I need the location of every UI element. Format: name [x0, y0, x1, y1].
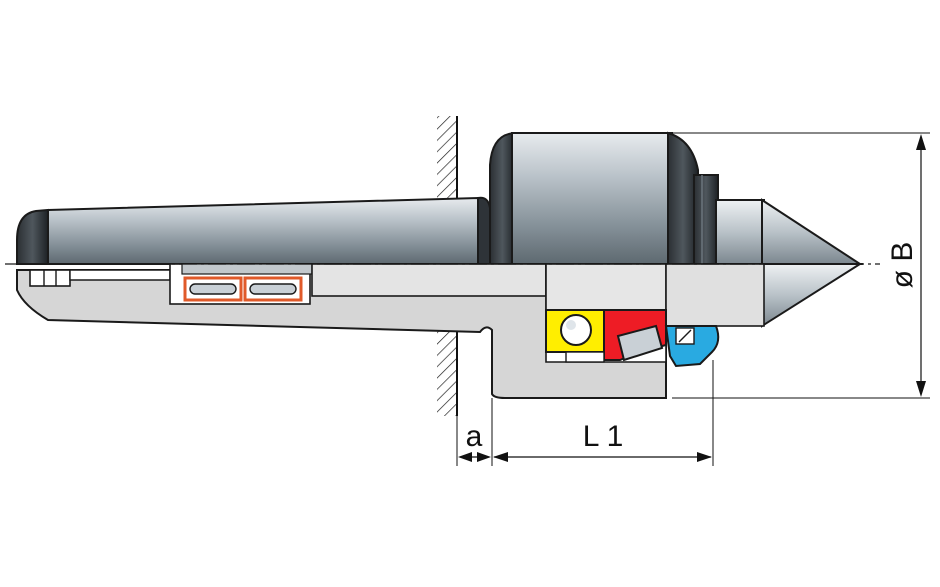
- dimension-b: [672, 132, 930, 399]
- dimension-a: [456, 398, 493, 466]
- seal-ring: [664, 325, 720, 368]
- dimension-l1: [493, 360, 714, 466]
- taper-shank-exterior: [16, 196, 491, 265]
- ball-bearing: [545, 309, 605, 353]
- label-a: a: [466, 420, 483, 453]
- housing-exterior: [489, 131, 719, 265]
- tapered-roller-bearing: [565, 309, 667, 363]
- label-l1: L 1: [583, 420, 624, 453]
- label-b: ø B: [886, 242, 919, 289]
- spindle-core-section: [545, 263, 765, 327]
- needle-bearing: [183, 276, 303, 302]
